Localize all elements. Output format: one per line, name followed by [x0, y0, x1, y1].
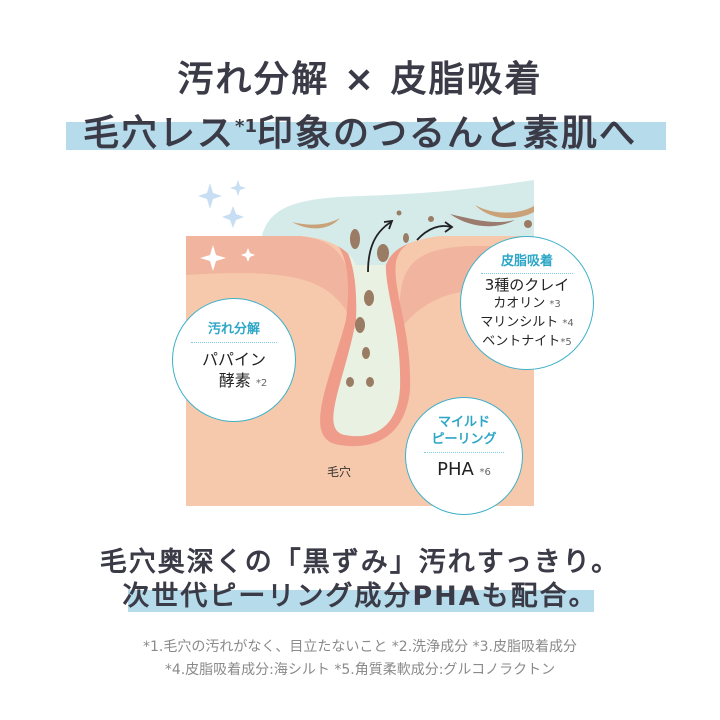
clay-item: カオリン [493, 296, 546, 311]
dirt-flake [292, 218, 340, 229]
dirt-particle [364, 290, 374, 306]
subcopy-line2: 次世代ピーリング成分PHAも配合。 [122, 581, 598, 612]
dirt-particle [428, 216, 434, 222]
pore-label: 毛穴 [327, 465, 352, 479]
headline-line2-rest: 印象のつるんと素肌へ [256, 113, 637, 154]
dirt-flake [475, 205, 534, 219]
mild-peeling-bubble: マイルド ピーリング PHA *6 [405, 397, 523, 515]
pore-fill [330, 236, 425, 437]
headline-footnote-mark: *1 [235, 116, 257, 137]
headline-line2-main: 毛穴レス [83, 113, 236, 154]
dotted-divider [424, 452, 504, 453]
arrowhead [383, 219, 394, 230]
dirt-particle [355, 317, 365, 333]
headline-highlight-band [66, 122, 666, 150]
footnotes-line1: *1.毛穴の汚れがなく、目立たないこと *2.洗浄成分 *3.皮脂吸着成分 [143, 639, 577, 655]
clay-item: ベントナイト [482, 334, 561, 349]
dirt-particle [377, 244, 389, 262]
subcopy-highlight-band [128, 590, 594, 612]
skin-upper-layer [186, 236, 352, 320]
dotted-divider [481, 273, 573, 274]
dotted-divider [191, 342, 277, 343]
footnote-mark: *5 [560, 337, 572, 348]
footnote-mark: *3 [549, 299, 561, 310]
bubble-title-line2: ピーリング [431, 432, 497, 447]
dirt-particle [346, 377, 354, 387]
subcopy-line1: 毛穴奥深くの「黒ずみ」汚れすっきり。 [99, 547, 621, 578]
dirt-flake [450, 214, 515, 227]
headline-line1: 汚れ分解 × 皮脂吸着 [177, 59, 543, 100]
sparkle-icon [222, 206, 244, 228]
sparkle-icon [200, 245, 226, 271]
footnotes-line2: *4.皮脂吸着成分:海シルト *5.角質柔軟成分:グルコノラクトン [164, 662, 556, 678]
sparkle-icon [230, 180, 246, 196]
bubble-ingredient: パパイン [201, 350, 266, 369]
dirt-particle [362, 347, 370, 359]
dirt-particle [350, 229, 360, 249]
dirt-particle [524, 220, 532, 228]
arrow-right-icon [416, 225, 452, 241]
sebum-absorption-bubble: 皮脂吸着 3種のクレイ カオリン *3 マリンシルト *4 ベントナイト*5 [460, 236, 594, 370]
dirt-particle [366, 377, 374, 387]
dirt-particle [403, 233, 409, 243]
footnote-mark: *6 [479, 467, 491, 478]
footnote-mark: *4 [562, 318, 574, 329]
headline-line2: 毛穴レス*1印象のつるんと素肌へ [0, 104, 720, 156]
bubble-title: 皮脂吸着 [500, 254, 553, 269]
clay-item: マリンシルト [480, 315, 559, 330]
bubble-heading: 3種のクレイ [484, 276, 570, 294]
sparkle-icons [198, 180, 255, 271]
arrowhead [444, 221, 454, 233]
bubble-title: 汚れ分解 [207, 322, 260, 337]
footnote-mark: *2 [255, 378, 268, 389]
bubble-ingredient: PHA [437, 459, 474, 480]
bubble-title-line1: マイルド [437, 415, 490, 430]
sparkle-icon [198, 183, 222, 209]
dirt-breakdown-bubble: 汚れ分解 パパイン 酵素 *2 [172, 298, 296, 422]
dirt-particle [396, 210, 402, 216]
sparkle-icon [241, 248, 255, 262]
dirt-particles [346, 210, 532, 387]
arrow-up-icon [367, 221, 392, 273]
bubble-ingredient: 酵素 [218, 371, 251, 390]
